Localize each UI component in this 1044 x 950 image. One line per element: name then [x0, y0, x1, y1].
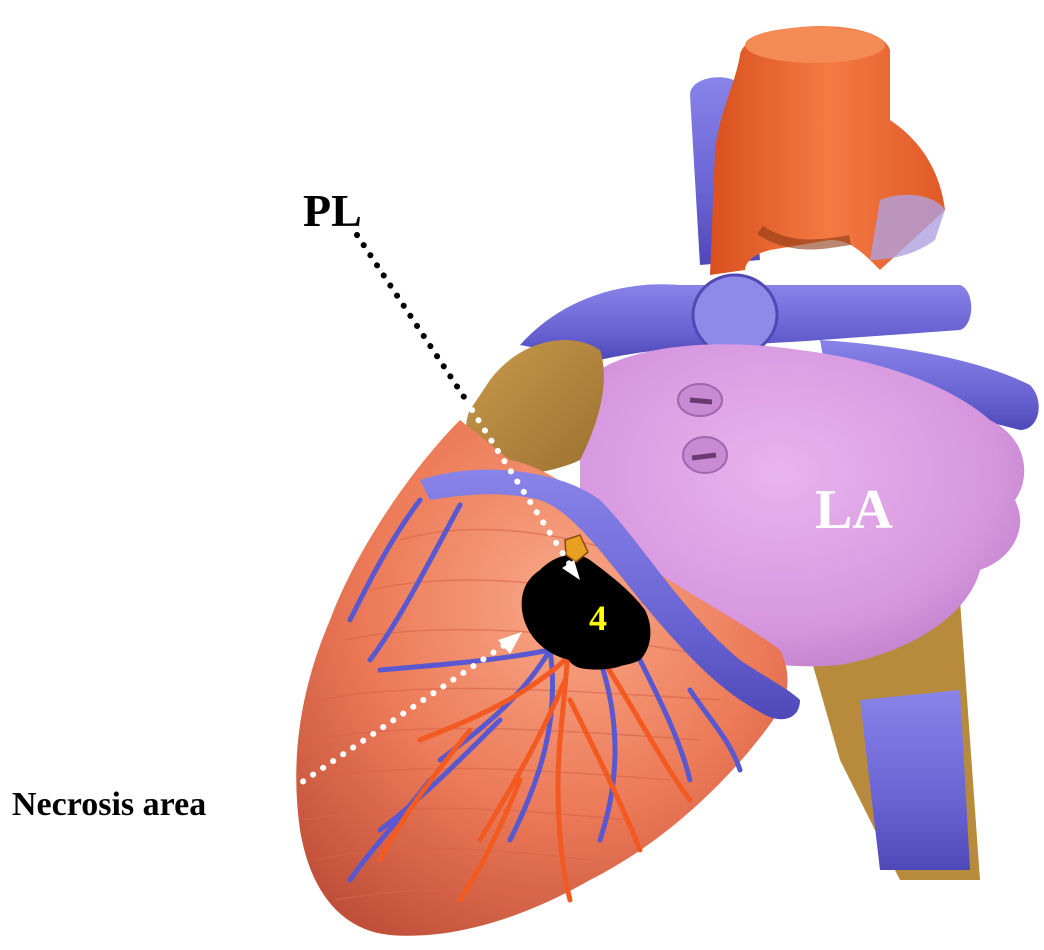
la-label: LA [815, 479, 893, 541]
pl-label: PL [303, 185, 362, 236]
necrosis-number-label: 4 [589, 598, 607, 638]
necrosis-area-label: Necrosis area [12, 786, 206, 823]
aorta [710, 26, 945, 275]
